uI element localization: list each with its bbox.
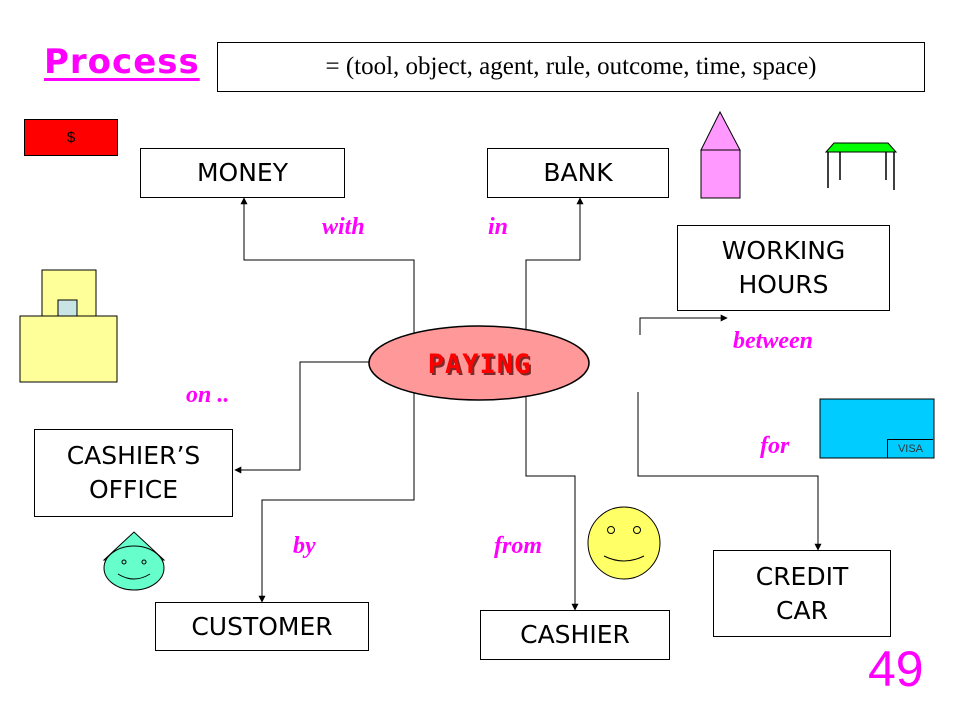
relation-from: from [494, 533, 542, 559]
relation-on: on .. [186, 382, 230, 408]
connector-by [258, 390, 415, 603]
relation-with: with [322, 214, 365, 240]
relation-between: between [733, 328, 813, 354]
connector-from [525, 392, 579, 611]
connector-for [637, 392, 822, 551]
node-working-hours: WORKING HOURS [677, 225, 890, 311]
relation-by: by [293, 533, 316, 559]
connector-between [639, 314, 728, 335]
credit-card-icon [819, 398, 935, 459]
slide-number: 49 [868, 641, 924, 697]
node-customer: CUSTOMER [155, 602, 369, 651]
center-ellipse [368, 325, 590, 401]
connectors [234, 197, 822, 611]
node-cashier: CASHIER [480, 610, 670, 660]
process-formula: = (tool, object, agent, rule, outcome, t… [217, 42, 925, 92]
bank-building-icon [700, 110, 741, 199]
center-node-paying: PAYING [427, 348, 532, 380]
relation-for: for [760, 433, 790, 459]
dollar-bill-icon: $ [24, 119, 118, 156]
node-bank: BANK [487, 148, 669, 198]
relation-in: in [488, 214, 509, 240]
cashier-smiley-icon [587, 506, 661, 580]
node-money: MONEY [140, 148, 345, 198]
table-icon [824, 142, 898, 190]
office-building-icon [19, 269, 118, 383]
page-title: Process [44, 42, 200, 82]
connector-with [240, 197, 415, 335]
connector-in [525, 197, 584, 335]
customer-face-icon [102, 531, 166, 591]
visa-label: VISA [887, 439, 933, 458]
connector-on [234, 361, 372, 474]
node-credit-card: CREDIT CAR [713, 550, 891, 637]
node-cashiers-office: CASHIER’S OFFICE [34, 429, 233, 517]
